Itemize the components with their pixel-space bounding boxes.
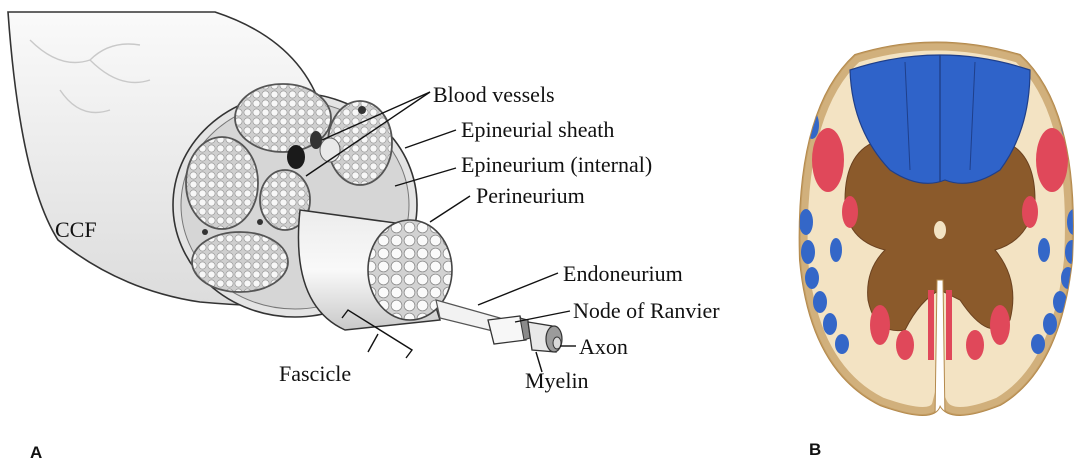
- blood-vessel: [257, 219, 263, 225]
- central-canal: [934, 221, 946, 239]
- lateral-corticospinal-tract: [812, 128, 844, 192]
- fascicle: [320, 138, 340, 162]
- label-perineurium: Perineurium: [476, 183, 585, 208]
- blood-vessel: [202, 229, 208, 235]
- label-epineurial-sheath: Epineurial sheath: [461, 117, 614, 142]
- red-tract: [990, 305, 1010, 345]
- label-endoneurium: Endoneurium: [563, 261, 683, 286]
- red-tract: [1022, 196, 1038, 228]
- blood-vessel: [287, 145, 305, 169]
- panel-letter-b: B: [809, 440, 821, 459]
- label-ccf: CCF: [55, 217, 97, 242]
- label-axon: Axon: [579, 334, 628, 359]
- ventral-median-fissure: [935, 280, 945, 420]
- label-epineurium-internal: Epineurium (internal): [461, 152, 652, 177]
- blood-vessel: [310, 131, 322, 149]
- red-tract: [896, 330, 914, 360]
- label-myelin: Myelin: [525, 368, 589, 393]
- panel-letter-a: A: [30, 443, 42, 462]
- blood-vessel: [358, 106, 366, 114]
- fascicle: [186, 137, 258, 229]
- label-fascicle: Fascicle: [279, 361, 351, 386]
- anterior-spinal-red: [928, 290, 934, 360]
- lateral-corticospinal-tract: [1036, 128, 1068, 192]
- nerve-diagram: CCF Blood vessels Epineurial sheath Epin…: [8, 12, 720, 462]
- spinal-cord-diagram: B: [799, 43, 1081, 460]
- anterior-spinal-red: [946, 290, 952, 360]
- red-tract: [966, 330, 984, 360]
- extracted-fascicle: [298, 210, 452, 330]
- red-tract: [870, 305, 890, 345]
- axon-core: [553, 337, 561, 349]
- label-node-of-ranvier: Node of Ranvier: [573, 298, 720, 323]
- fascicle: [192, 232, 288, 292]
- label-blood-vessels: Blood vessels: [433, 82, 555, 107]
- fascicle-bracket-stem: [368, 334, 378, 352]
- axon-assembly: [436, 300, 562, 352]
- red-tract: [842, 196, 858, 228]
